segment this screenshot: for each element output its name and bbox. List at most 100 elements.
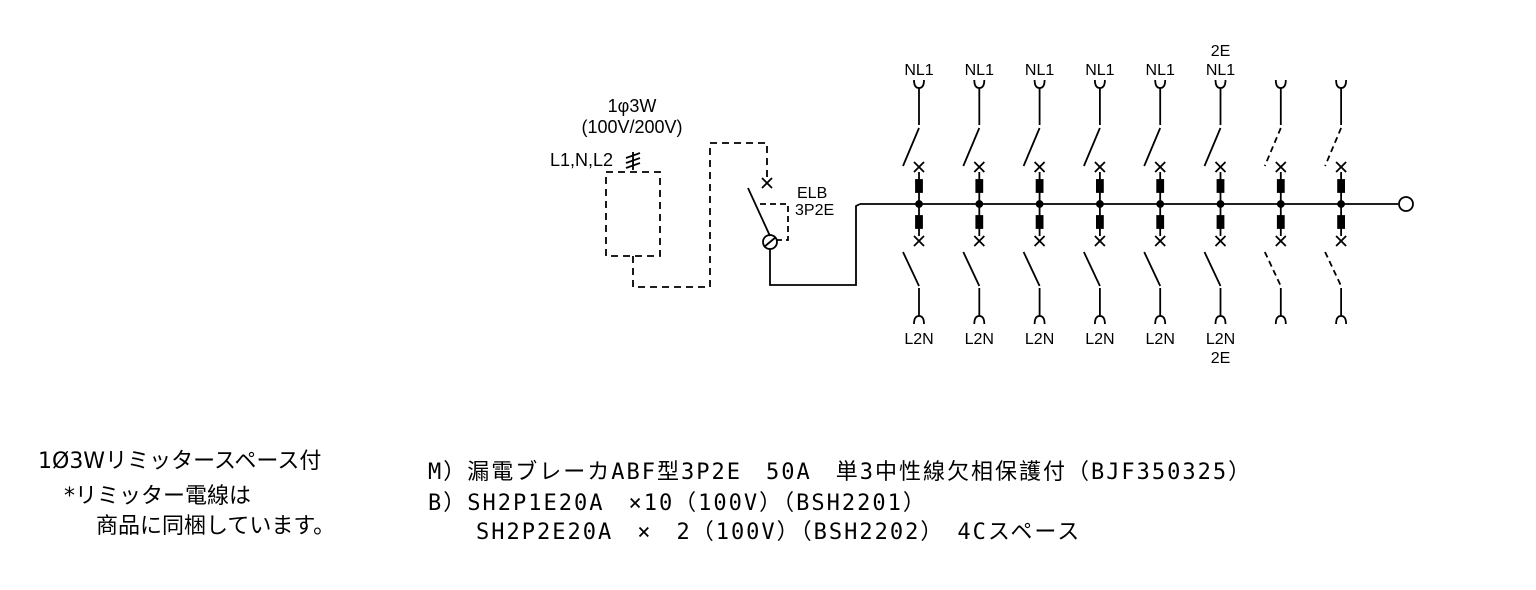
top-terminal (913, 79, 925, 89)
contact-mark (1335, 235, 1347, 247)
limiter-note-line1: 1Ø3Wリミッタースペース付 (38, 449, 322, 474)
limiter-space-box (605, 171, 661, 257)
top-switch-blade (1083, 127, 1101, 167)
top-switch-blade (1203, 127, 1222, 167)
bottom-switch-blade (1143, 251, 1162, 287)
bottom-terminal (913, 315, 925, 325)
contact-mark (1033, 235, 1046, 247)
top-bolt (1156, 179, 1165, 193)
bus-node (1276, 200, 1285, 208)
branch-breaker-1 (902, 79, 925, 325)
branch-top-label: NL1 (1146, 62, 1175, 79)
contact-mark (1154, 161, 1166, 173)
bottom-switch-blade (1022, 251, 1041, 287)
branch-top-prefix-label: 2E (1211, 43, 1231, 60)
contact-mark (1275, 161, 1287, 173)
branch-breaker-8 (1324, 79, 1347, 325)
bus-node (975, 200, 984, 208)
bus-node (1156, 200, 1165, 208)
contact-mark (1094, 161, 1106, 173)
contact-mark (1335, 161, 1347, 173)
contact-mark (1033, 161, 1046, 173)
limiter-note-line2: *リミッター電線は (64, 484, 252, 509)
top-terminal (1154, 79, 1167, 89)
spec-main-breaker: M）漏電ブレーカABF型3P2E 50A 単3中性線欠相保護付（BJF35032… (428, 460, 1253, 485)
limiter-note-line3: 商品に同梱しています。 (96, 514, 336, 539)
branch-top-label: NL1 (965, 62, 994, 79)
bottom-switch-blade (902, 251, 920, 287)
bus-node (915, 200, 923, 208)
top-bolt (1035, 179, 1044, 193)
bottom-bolt (975, 215, 984, 229)
bottom-bolt (915, 215, 923, 229)
branch-breaker-3 (1022, 79, 1046, 325)
spec-branch-1e: B）SH2P1E20A ×10（100V）（BSH2201） (428, 491, 927, 516)
bottom-bolt (1156, 215, 1165, 229)
bottom-terminal (1154, 315, 1167, 325)
main-breaker-type-label: ELB (797, 185, 827, 202)
top-terminal (1033, 79, 1046, 89)
top-switch-blade (1143, 127, 1162, 167)
bottom-bolt (1096, 215, 1104, 229)
contact-mark (1214, 161, 1227, 173)
contact-mark (1214, 235, 1227, 247)
limiter-wire (632, 142, 768, 288)
top-terminal (1335, 79, 1347, 89)
contact-mark (913, 161, 925, 173)
branch-top-label: NL1 (904, 62, 933, 79)
branch-bottom-label: L2N (1085, 331, 1114, 348)
top-switch-blade (902, 127, 920, 167)
bottom-terminal (1094, 315, 1106, 325)
contact-mark (913, 235, 925, 247)
main-breaker-poles-label: 3P2E (795, 202, 834, 219)
bus-node (1337, 200, 1345, 208)
top-terminal (1094, 79, 1106, 89)
top-switch-blade (1263, 127, 1282, 167)
branch-breaker-4 (1083, 79, 1106, 325)
supply-lines-label: L1,N,L2 (550, 150, 613, 170)
bottom-bolt (1216, 215, 1225, 229)
top-switch-blade (1324, 127, 1342, 167)
bus-node (1096, 200, 1104, 208)
contact-mark (1275, 235, 1287, 247)
top-terminal (1274, 79, 1287, 89)
branch-bottom-label: L2N (965, 331, 994, 348)
bottom-terminal (1335, 315, 1347, 325)
supply-phase-label: 1φ3W (608, 96, 657, 116)
top-bolt (975, 179, 984, 193)
top-terminal (1214, 79, 1227, 89)
branch-breaker-7 (1263, 79, 1287, 325)
wire-count-ticks (625, 152, 641, 170)
bottom-bolt (1035, 215, 1044, 229)
bottom-bolt (1276, 215, 1285, 229)
bottom-switch-blade (1083, 251, 1101, 287)
bottom-switch-blade (1263, 251, 1282, 287)
bottom-switch-blade (962, 251, 981, 287)
bottom-switch-blade (1203, 251, 1222, 287)
contact-mark (1094, 235, 1106, 247)
main-breaker-symbol (747, 177, 861, 286)
spec-branch-2e: SH2P2E20A × 2（100V）（BSH2202） 4Cスペース (428, 520, 1082, 545)
branch-breaker-5 (1143, 79, 1167, 325)
supply-voltage-label: (100V/200V) (581, 117, 682, 137)
bus-node (1035, 200, 1044, 208)
contact-mark (973, 161, 985, 173)
busbar (860, 196, 1414, 212)
branch-top-label: NL1 (1206, 62, 1235, 79)
bottom-terminal (973, 315, 986, 325)
branch-bottom-label: L2N (1206, 331, 1235, 348)
bottom-bolt (1337, 215, 1345, 229)
top-bolt (915, 179, 923, 193)
contact-mark (1154, 235, 1166, 247)
bus-node (1216, 200, 1225, 208)
branch-top-label: NL1 (1025, 62, 1054, 79)
top-switch-blade (1022, 127, 1041, 167)
branch-bottom-label: L2N (904, 331, 933, 348)
top-bolt (1096, 179, 1104, 193)
branch-bottom-suffix-label: 2E (1211, 350, 1231, 367)
top-bolt (1337, 179, 1345, 193)
branch-bottom-label: L2N (1146, 331, 1175, 348)
top-bolt (1216, 179, 1225, 193)
